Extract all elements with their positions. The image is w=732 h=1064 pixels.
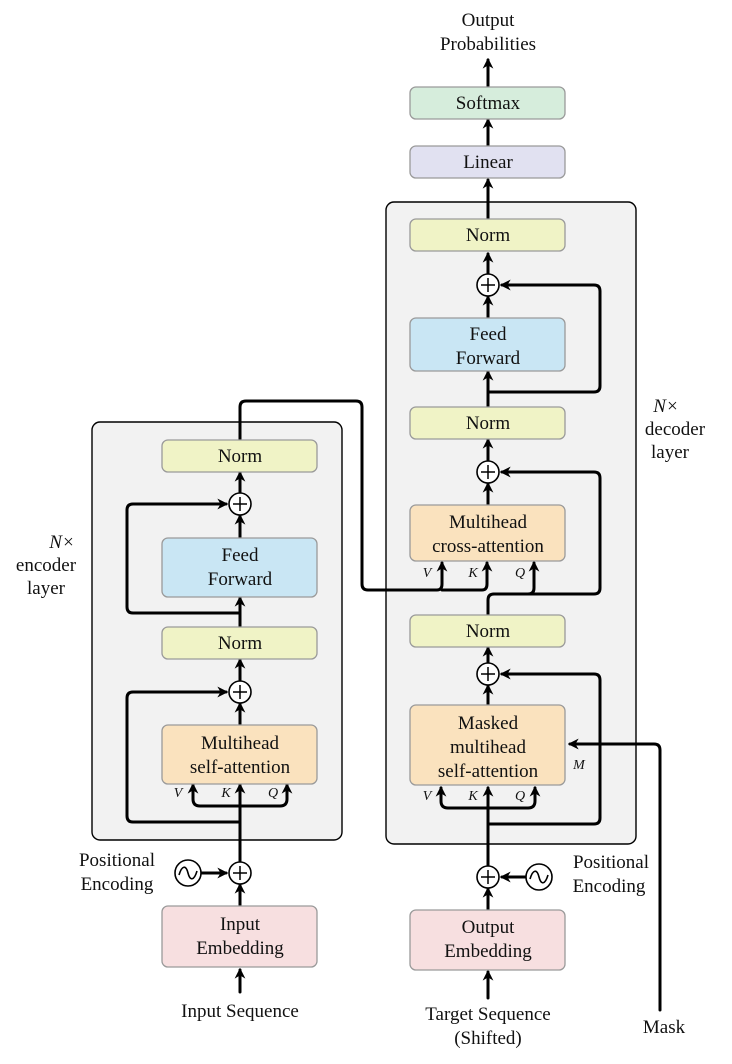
encoder-norm-top-label: Norm <box>218 446 263 467</box>
decoder-add-node-cross <box>476 460 500 484</box>
decoder-mask-m-label: M <box>572 758 586 773</box>
encoder-feed-forward: Feed Forward <box>161 537 318 598</box>
decoder-masked-attention-label-1: Masked <box>458 713 519 734</box>
decoder-v-label: V <box>423 789 433 804</box>
output-label-2: Probabilities <box>440 34 536 55</box>
encoder-add-node-mid <box>228 680 252 704</box>
decoder-feed-forward-label-2: Forward <box>456 348 521 369</box>
encoder-norm-top-box <box>161 439 318 473</box>
decoder-embedding: Output Embedding <box>409 909 566 971</box>
linear-label: Linear <box>463 152 513 173</box>
encoder-embedding-label-1: Input <box>220 914 261 935</box>
encoder-self-attention-label-1: Multihead <box>201 733 280 754</box>
decoder-masked-attention-label-3: self-attention <box>438 761 539 782</box>
encoder-v-label: V <box>174 786 184 801</box>
decoder-cross-attention-label-1: Multihead <box>449 512 528 533</box>
decoder-add-node-masked <box>476 662 500 686</box>
decoder-cross-attention-box <box>409 504 566 562</box>
decoder-repeat-sub-2: layer <box>651 442 690 463</box>
decoder-cross-attention: Multihead cross-attention <box>409 504 566 562</box>
decoder-norm-top-label: Norm <box>466 225 511 246</box>
encoder-repeat-sub-1: encoder <box>16 555 77 576</box>
decoder-k-label: K <box>467 789 478 804</box>
encoder-norm-top: Norm <box>161 439 318 473</box>
decoder-add-node-input <box>476 865 500 889</box>
softmax-layer: Softmax <box>409 86 566 120</box>
encoder-norm-mid-label: Norm <box>218 633 263 654</box>
decoder-masked-attention: Masked multihead self-attention <box>409 704 566 786</box>
decoder-norm-top-box <box>409 218 566 252</box>
decoder-norm-2: Norm <box>409 406 566 440</box>
decoder-feed-forward: Feed Forward <box>409 317 566 372</box>
encoder-norm-mid: Norm <box>161 626 318 660</box>
decoder-repeat-sub-1: decoder <box>645 419 706 440</box>
decoder-norm-2-box <box>409 406 566 440</box>
decoder-cross-v-label: V <box>423 566 433 581</box>
decoder-wires <box>435 57 662 1012</box>
decoder-embedding-label-1: Output <box>462 917 516 938</box>
encoder-repeat-label: N× <box>48 532 75 553</box>
encoder-feed-forward-box <box>161 537 318 598</box>
decoder-repeat-label: N× <box>652 396 679 417</box>
encoder-embedding-label-2: Embedding <box>196 938 284 959</box>
decoder-masked-attention-box <box>409 704 566 786</box>
decoder-embedding-box <box>409 909 566 971</box>
decoder-positional-sine-icon <box>525 863 553 891</box>
decoder-norm-3: Norm <box>409 614 566 648</box>
softmax-box <box>409 86 566 120</box>
encoder-feed-forward-label-1: Feed <box>222 545 259 566</box>
decoder-target-label-2: (Shifted) <box>454 1028 522 1049</box>
decoder-positional-label-2: Encoding <box>573 876 646 897</box>
decoder-feed-forward-label-1: Feed <box>470 324 507 345</box>
decoder-norm-3-label: Norm <box>466 621 511 642</box>
linear-box <box>409 145 566 179</box>
decoder-cross-k-label: K <box>467 566 478 581</box>
encoder-positional-label-2: Encoding <box>81 874 154 895</box>
decoder-masked-attention-label-2: multihead <box>450 737 526 758</box>
encoder-embedding: Input Embedding <box>161 905 318 968</box>
encoder-self-attention-label-2: self-attention <box>190 757 291 778</box>
encoder-wires <box>125 399 493 994</box>
decoder-norm-top: Norm <box>409 218 566 252</box>
encoder-q-label: Q <box>268 786 278 801</box>
decoder-cross-attention-label-2: cross-attention <box>432 536 544 557</box>
decoder-norm-2-label: Norm <box>466 413 511 434</box>
decoder-q-label: Q <box>515 789 525 804</box>
encoder-add-node-top <box>228 492 252 516</box>
encoder-feed-forward-label-2: Forward <box>208 569 273 590</box>
encoder-k-label: K <box>220 786 231 801</box>
linear-layer: Linear <box>409 145 566 179</box>
output-label-1: Output <box>462 10 516 31</box>
decoder-target-label-1: Target Sequence <box>425 1004 550 1025</box>
encoder-self-attention-box <box>161 724 318 785</box>
decoder-norm-3-box <box>409 614 566 648</box>
decoder-mask-label: Mask <box>643 1017 686 1038</box>
encoder-input-label: Input Sequence <box>181 1001 299 1022</box>
decoder-feed-forward-box <box>409 317 566 372</box>
decoder-embedding-label-2: Embedding <box>444 941 532 962</box>
encoder-norm-mid-box <box>161 626 318 660</box>
encoder-repeat-sub-2: layer <box>27 578 66 599</box>
encoder-positional-sine-icon <box>174 859 202 887</box>
decoder-cross-q-label: Q <box>515 566 525 581</box>
softmax-label: Softmax <box>456 93 521 114</box>
decoder-positional-label-1: Positional <box>573 852 649 873</box>
encoder-positional-label-1: Positional <box>79 850 155 871</box>
encoder-embedding-box <box>161 905 318 968</box>
decoder-add-node-top <box>476 273 500 297</box>
encoder-add-node-input <box>228 861 252 885</box>
encoder-self-attention: Multihead self-attention <box>161 724 318 785</box>
